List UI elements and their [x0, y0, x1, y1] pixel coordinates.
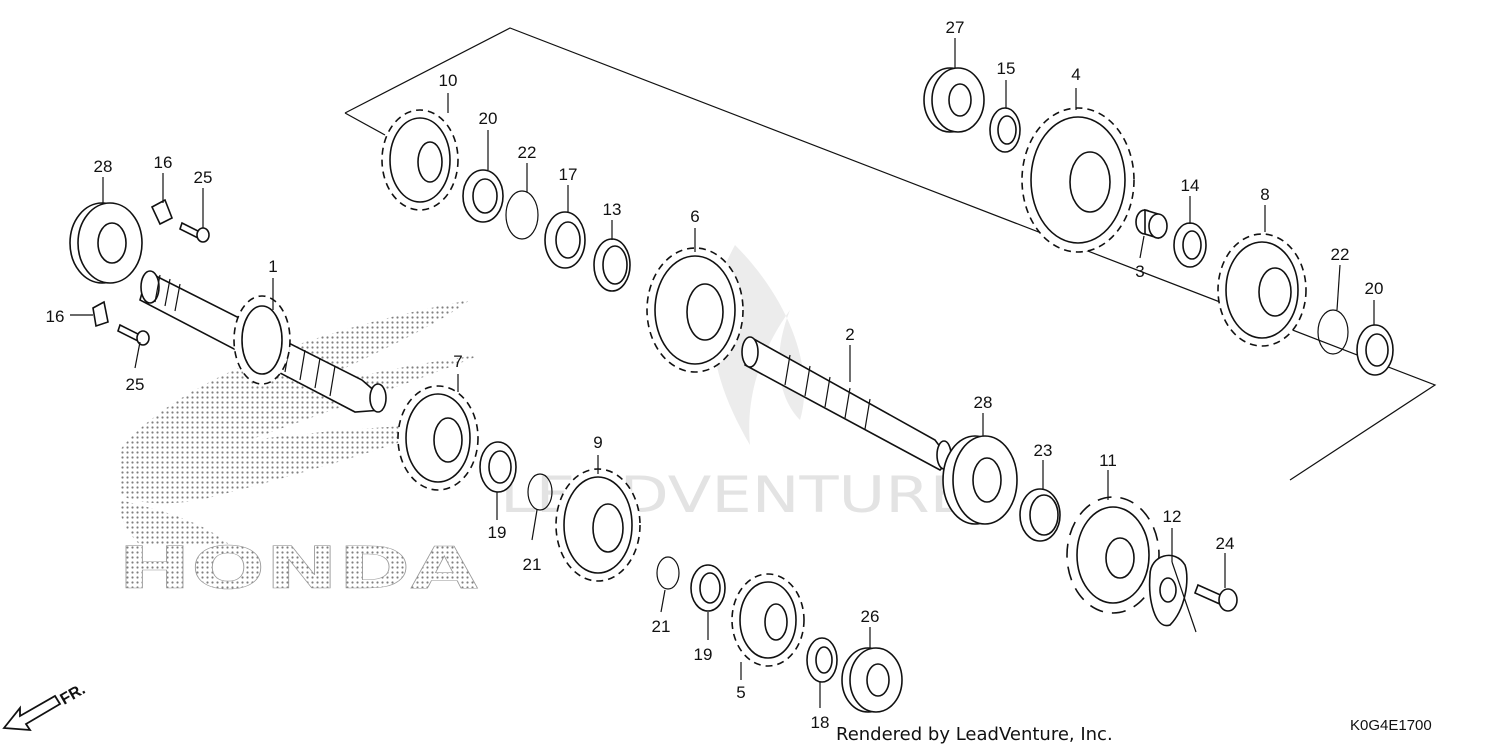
bolt-25-lower [117, 323, 150, 346]
callout-25-upper: 25 [194, 168, 213, 187]
front-label: FR. [58, 681, 89, 709]
callout-14: 14 [1181, 176, 1200, 195]
washer-17 [544, 211, 586, 269]
callout-8: 8 [1260, 185, 1269, 204]
callout-21-lower: 21 [652, 617, 671, 636]
callout-10: 10 [439, 71, 458, 90]
gear-8 [1217, 233, 1307, 347]
bushing-3 [1135, 208, 1168, 240]
gear-6 [646, 247, 744, 373]
callout-2: 2 [845, 325, 854, 344]
callout-11: 11 [1099, 451, 1117, 470]
callout-19-upper: 19 [488, 523, 507, 542]
callout-1: 1 [268, 257, 277, 276]
bearing-28-right [942, 435, 1018, 525]
gear-10 [381, 109, 459, 211]
callout-labels: 1 2 3 4 5 6 7 8 9 10 11 12 13 14 15 16 1… [46, 18, 1384, 732]
bolt-24 [1193, 583, 1238, 612]
bushing-13 [593, 238, 631, 292]
callout-21-upper: 21 [523, 555, 542, 574]
washer-18 [806, 637, 838, 683]
gear-5 [731, 573, 805, 667]
drive-sprocket-11 [1066, 496, 1160, 614]
washer-20-left [462, 169, 504, 223]
callout-28-right: 28 [974, 393, 993, 412]
oil-seal-23 [1019, 488, 1061, 542]
callout-16-lower: 16 [46, 307, 65, 326]
callout-6: 6 [690, 207, 699, 226]
callout-25-lower: 25 [126, 375, 145, 394]
callout-27: 27 [946, 18, 965, 37]
washer-15 [989, 107, 1021, 153]
callout-17: 17 [559, 165, 578, 184]
stopper-plate-16-lower [92, 300, 109, 328]
callout-12: 12 [1163, 507, 1182, 526]
washer-14 [1173, 222, 1207, 268]
stopper-plate-16-upper [150, 198, 174, 226]
mainshaft [139, 270, 387, 413]
circlip-21-upper [527, 473, 553, 511]
callout-15: 15 [997, 59, 1016, 78]
callout-22-left: 22 [518, 143, 537, 162]
callout-5: 5 [736, 683, 745, 702]
callout-18: 18 [811, 713, 830, 732]
bearing-28-left [69, 202, 143, 284]
circlip-22-right [1317, 309, 1349, 355]
circlip-21-lower [656, 556, 680, 590]
front-arrow-icon [2, 694, 62, 732]
callout-20-right: 20 [1365, 279, 1384, 298]
gear-9 [555, 468, 641, 582]
callout-24: 24 [1216, 534, 1235, 553]
honda-logo-wordmark: HONDA [118, 534, 478, 602]
diagram-code: K0G4E1700 [1350, 717, 1432, 734]
leader-lines [70, 38, 1375, 708]
callout-28-left: 28 [94, 157, 113, 176]
callout-3: 3 [1135, 262, 1144, 281]
callout-13: 13 [603, 200, 622, 219]
callout-22-right: 22 [1331, 245, 1350, 264]
callout-19-lower: 19 [694, 645, 713, 664]
gear-7 [397, 385, 479, 491]
honda-wing-logo: HONDA [118, 300, 480, 602]
callout-4: 4 [1071, 65, 1080, 84]
countershaft [741, 336, 952, 471]
bolt-25-upper [179, 221, 210, 243]
fixing-plate-12 [1148, 554, 1188, 627]
callout-16-upper: 16 [154, 153, 173, 172]
washer-19-lower [690, 564, 726, 612]
callout-20-left: 20 [479, 109, 498, 128]
washer-19-upper [479, 441, 517, 493]
callout-9: 9 [593, 433, 602, 452]
gear-4 [1021, 107, 1135, 253]
callout-26: 26 [861, 607, 880, 626]
bearing-26 [841, 647, 903, 713]
assembly-boundary-outline [344, 27, 1437, 481]
bearing-27 [923, 67, 985, 133]
callout-23: 23 [1034, 441, 1053, 460]
callout-7: 7 [453, 352, 462, 371]
front-direction-marker: FR. [2, 681, 89, 732]
circlip-22-left [505, 190, 539, 240]
washer-20-right [1356, 324, 1394, 376]
render-credit: Rendered by LeadVenture, Inc. [836, 724, 1113, 745]
